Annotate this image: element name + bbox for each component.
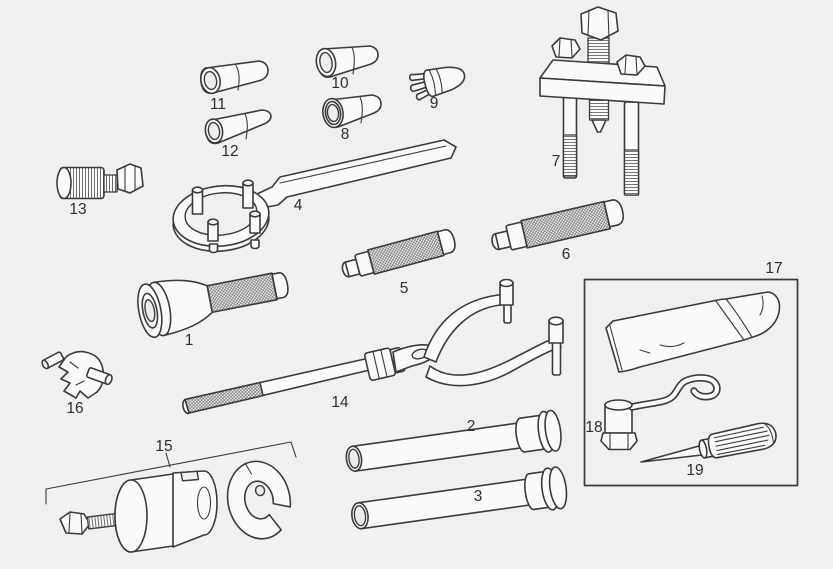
part-14-pin-spanner-pliers-illustration — [181, 278, 564, 415]
callout-labels: 1 2 3 4 5 6 7 8 9 10 11 12 13 14 15 16 1… — [66, 75, 782, 505]
grease-tube-illustration — [605, 291, 781, 373]
part-18-socket-wrench-illustration — [600, 374, 721, 451]
part-16-retainer-illustration — [41, 350, 113, 399]
kit-box-outline — [583, 278, 799, 487]
part-19-screwdriver-illustration — [640, 422, 777, 463]
part-13-threaded-adapter-illustration — [56, 163, 144, 200]
part-2-guide-tube-illustration — [345, 409, 562, 472]
callout-15: 15 — [155, 438, 172, 455]
callout-9: 9 — [430, 95, 439, 112]
part-4-pins — [191, 179, 261, 254]
part-5-knurled-drift-illustration — [341, 228, 456, 278]
callout-19: 19 — [686, 462, 703, 479]
callout-13: 13 — [69, 201, 86, 218]
part-6-knurled-drift-illustration — [491, 199, 625, 251]
callout-6: 6 — [562, 246, 571, 263]
callout-5: 5 — [400, 280, 409, 297]
callout-18: 18 — [585, 419, 602, 436]
callout-1: 1 — [185, 332, 194, 349]
callout-16: 16 — [66, 400, 83, 417]
part-12-taper-sleeve-illustration — [204, 109, 272, 145]
part-9-splined-pilot-illustration — [408, 66, 466, 101]
callout-3: 3 — [474, 488, 483, 505]
callout-4: 4 — [294, 197, 303, 214]
part-4-pin-wrench-illustration — [172, 139, 457, 254]
callout-10: 10 — [331, 75, 349, 92]
part-1-flanged-installer-illustration — [137, 272, 289, 339]
part-11-taper-sleeve-illustration — [200, 60, 269, 95]
part-7-puller-illustration — [539, 6, 666, 196]
part-15-leader-line — [165, 452, 171, 468]
callout-12: 12 — [221, 143, 238, 160]
callout-2: 2 — [467, 418, 476, 435]
part-15-press-tool-set-illustration — [45, 441, 297, 553]
callout-14: 14 — [331, 394, 349, 411]
part-3-guide-tube-illustration — [351, 466, 568, 530]
callout-8: 8 — [341, 126, 350, 143]
callout-17: 17 — [765, 260, 782, 277]
part-15-split-ring — [226, 460, 292, 540]
part-8-taper-sleeve-illustration — [322, 94, 382, 129]
kit-box-17 — [583, 278, 799, 487]
callout-11: 11 — [210, 96, 226, 113]
part-15-bracket-line — [45, 441, 297, 505]
part-10-taper-sleeve-illustration — [315, 45, 379, 78]
callout-7: 7 — [552, 153, 561, 170]
